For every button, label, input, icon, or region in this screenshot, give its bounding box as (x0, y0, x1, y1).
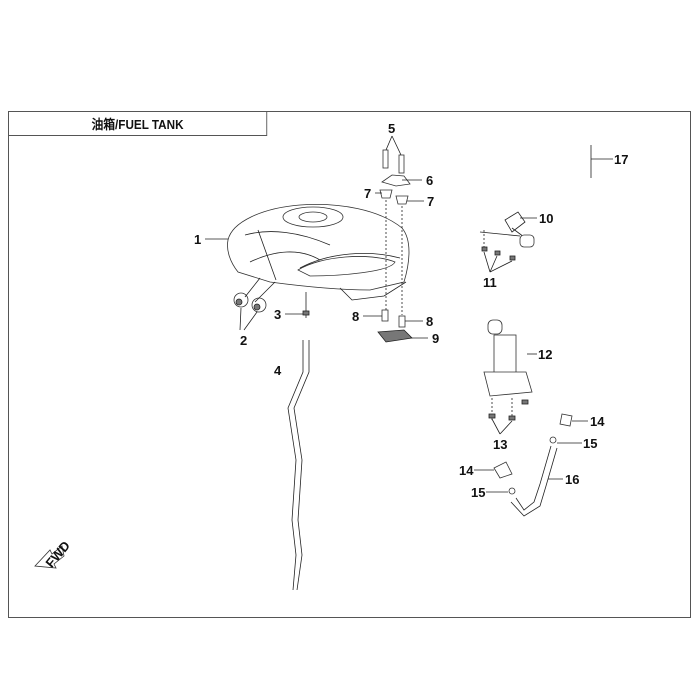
drain-hose-part (287, 292, 310, 591)
callout-3: 3 (274, 307, 281, 322)
callout-12: 12 (538, 347, 552, 362)
fwd-label: FWD (42, 538, 73, 570)
callout-8-right: 8 (426, 314, 433, 329)
callout-1: 1 (194, 232, 201, 247)
fuel-tank-part (227, 204, 410, 301)
title-text: 油箱/FUEL TANK (91, 117, 184, 132)
callout-8-left: 8 (352, 309, 359, 324)
callout-4: 4 (274, 363, 282, 378)
diagram-title: 油箱/FUEL TANK (8, 111, 268, 136)
leader-lines (205, 135, 613, 493)
callout-5: 5 (388, 121, 395, 136)
callout-7-left: 7 (364, 186, 371, 201)
callout-2: 2 (240, 333, 247, 348)
callout-15-right: 15 (583, 436, 597, 451)
forward-direction-arrow: FWD (34, 538, 73, 570)
callout-13: 13 (493, 437, 507, 452)
callout-17: 17 (614, 152, 628, 167)
fuel-hose-part (493, 145, 592, 517)
mount-hardware-parts (377, 149, 413, 343)
callout-6: 6 (426, 173, 433, 188)
level-sensor-part (479, 211, 535, 261)
callout-9: 9 (432, 331, 439, 346)
callout-14-left: 14 (459, 463, 474, 478)
callout-11: 11 (483, 275, 497, 290)
callout-16: 16 (565, 472, 579, 487)
callout-10: 10 (539, 211, 553, 226)
callout-15-left: 15 (471, 485, 485, 500)
fuel-pump-part (483, 319, 533, 421)
diagram-frame (8, 111, 691, 618)
callout-7-right: 7 (427, 194, 434, 209)
callout-14-right: 14 (590, 414, 605, 429)
